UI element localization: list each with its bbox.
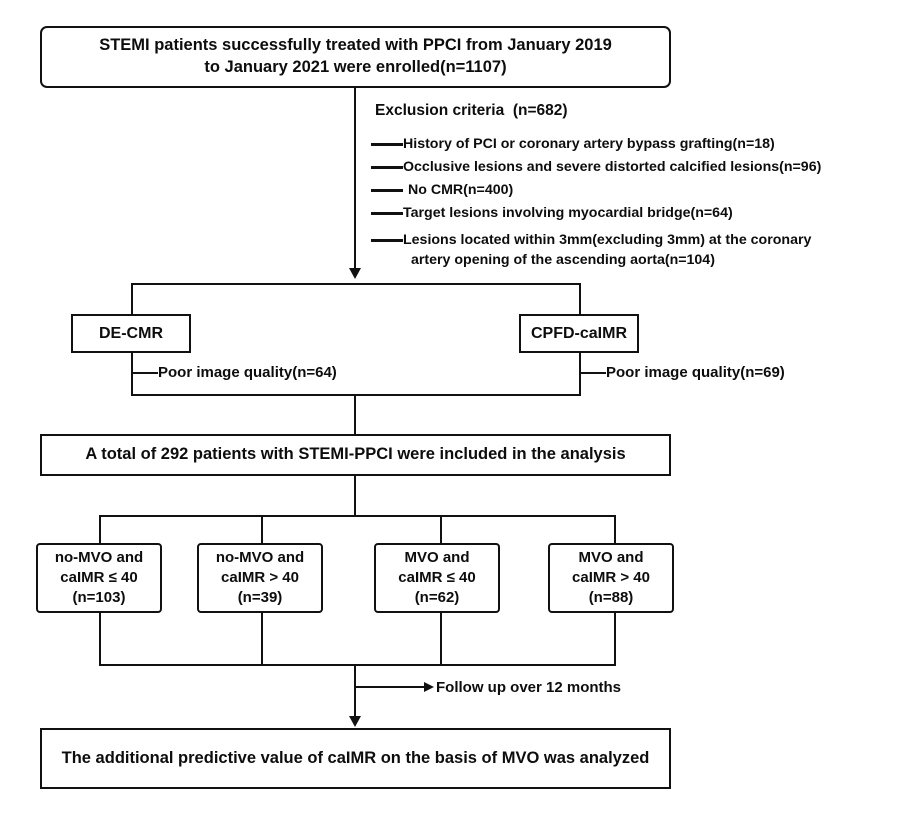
split-bar-modalities bbox=[131, 283, 581, 285]
group-3-line-3: (n=62) bbox=[414, 588, 460, 606]
split-bar-groups bbox=[99, 515, 616, 517]
enrollment-line-2: to January 2021 were enrolled(n=1107) bbox=[204, 58, 507, 76]
exclusion-item-3: No CMR(n=400) bbox=[408, 182, 514, 198]
de-cmr-exclusion-tick bbox=[131, 372, 158, 374]
exclusion-item-1: History of PCI or coronary artery bypass… bbox=[403, 136, 775, 152]
arrowhead-to-conclusion bbox=[349, 716, 361, 727]
connector-merge-to-included bbox=[354, 394, 356, 434]
connector-enrollment-to-split bbox=[354, 88, 356, 270]
connector-group-3-down bbox=[440, 613, 442, 665]
included-box-text: A total of 292 patients with STEMI-PPCI … bbox=[85, 445, 626, 464]
group-4-line-3: (n=88) bbox=[588, 588, 634, 606]
connector-split-to-de-cmr bbox=[131, 283, 133, 315]
group-3-line-1: MVO and bbox=[404, 549, 470, 567]
exclusion-item-5-line-2: artery opening of the ascending aorta(n=… bbox=[411, 252, 715, 268]
included-box: A total of 292 patients with STEMI-PPCI … bbox=[40, 434, 671, 476]
connector-group-2-down bbox=[261, 613, 263, 665]
followup-branch-line bbox=[354, 686, 426, 688]
de-cmr-exclusion-label: Poor image quality(n=64) bbox=[158, 364, 337, 381]
exclusion-dash-3 bbox=[371, 189, 403, 192]
enrollment-box-text: STEMI patients successfully treated with… bbox=[42, 35, 669, 79]
connector-cpfd-down bbox=[579, 353, 581, 395]
exclusion-item-2: Occlusive lesions and severe distorted c… bbox=[403, 159, 822, 175]
exclusion-dash-5 bbox=[371, 239, 403, 242]
connector-split-to-group-2 bbox=[261, 515, 263, 544]
group-box-4: MVO and caIMR > 40 (n=88) bbox=[548, 543, 674, 613]
connector-split-to-group-3 bbox=[440, 515, 442, 544]
connector-split-to-group-1 bbox=[99, 515, 101, 544]
exclusion-item-4: Target lesions involving myocardial brid… bbox=[403, 205, 733, 221]
enrollment-box: STEMI patients successfully treated with… bbox=[40, 26, 671, 88]
group-1-line-2: caIMR ≤ 40 bbox=[60, 569, 138, 587]
enrollment-line-1: STEMI patients successfully treated with… bbox=[99, 36, 612, 55]
connector-included-to-groups bbox=[354, 476, 356, 516]
cpfd-caimr-box: CPFD-caIMR bbox=[519, 314, 639, 353]
connector-de-cmr-down bbox=[131, 353, 133, 395]
connector-group-4-down bbox=[614, 613, 616, 665]
group-2-line-2: caIMR > 40 bbox=[221, 569, 299, 587]
group-1-line-1: no-MVO and bbox=[54, 549, 144, 567]
connector-group-1-down bbox=[99, 613, 101, 665]
group-2-line-3: (n=39) bbox=[237, 588, 283, 606]
group-box-2: no-MVO and caIMR > 40 (n=39) bbox=[197, 543, 323, 613]
group-box-3: MVO and caIMR ≤ 40 (n=62) bbox=[374, 543, 500, 613]
group-4-line-1: MVO and bbox=[578, 549, 644, 567]
exclusion-dash-1 bbox=[371, 143, 403, 146]
merge-bar-modalities bbox=[131, 394, 581, 396]
exclusion-title: Exclusion criteria (n=682) bbox=[375, 102, 568, 119]
arrowhead-followup bbox=[424, 682, 434, 692]
conclusion-box: The additional predictive value of caIMR… bbox=[40, 728, 671, 789]
followup-label: Follow up over 12 months bbox=[436, 679, 622, 696]
group-3-line-2: caIMR ≤ 40 bbox=[398, 569, 476, 587]
connector-groups-to-conclusion bbox=[354, 664, 356, 720]
cpfd-caimr-label: CPFD-caIMR bbox=[531, 324, 628, 342]
group-box-3-text: MVO and caIMR ≤ 40 (n=62) bbox=[376, 548, 498, 607]
group-box-2-text: no-MVO and caIMR > 40 (n=39) bbox=[199, 548, 321, 607]
cpfd-exclusion-tick bbox=[579, 372, 606, 374]
cpfd-exclusion-label: Poor image quality(n=69) bbox=[606, 364, 785, 381]
exclusion-dash-2 bbox=[371, 166, 403, 169]
merge-bar-groups bbox=[99, 664, 616, 666]
conclusion-box-text: The additional predictive value of caIMR… bbox=[61, 748, 650, 767]
arrowhead-to-split bbox=[349, 268, 361, 279]
group-2-line-1: no-MVO and bbox=[215, 549, 305, 567]
group-box-1-text: no-MVO and caIMR ≤ 40 (n=103) bbox=[38, 548, 160, 607]
exclusion-dash-4 bbox=[371, 212, 403, 215]
group-box-4-text: MVO and caIMR > 40 (n=88) bbox=[550, 548, 672, 607]
group-box-1: no-MVO and caIMR ≤ 40 (n=103) bbox=[36, 543, 162, 613]
de-cmr-label: DE-CMR bbox=[99, 324, 163, 342]
connector-split-to-group-4 bbox=[614, 515, 616, 544]
de-cmr-box: DE-CMR bbox=[71, 314, 191, 353]
exclusion-item-5-line-1: Lesions located within 3mm(excluding 3mm… bbox=[403, 232, 812, 248]
connector-split-to-cpfd bbox=[579, 283, 581, 315]
group-4-line-2: caIMR > 40 bbox=[572, 569, 650, 587]
group-1-line-3: (n=103) bbox=[72, 588, 126, 606]
